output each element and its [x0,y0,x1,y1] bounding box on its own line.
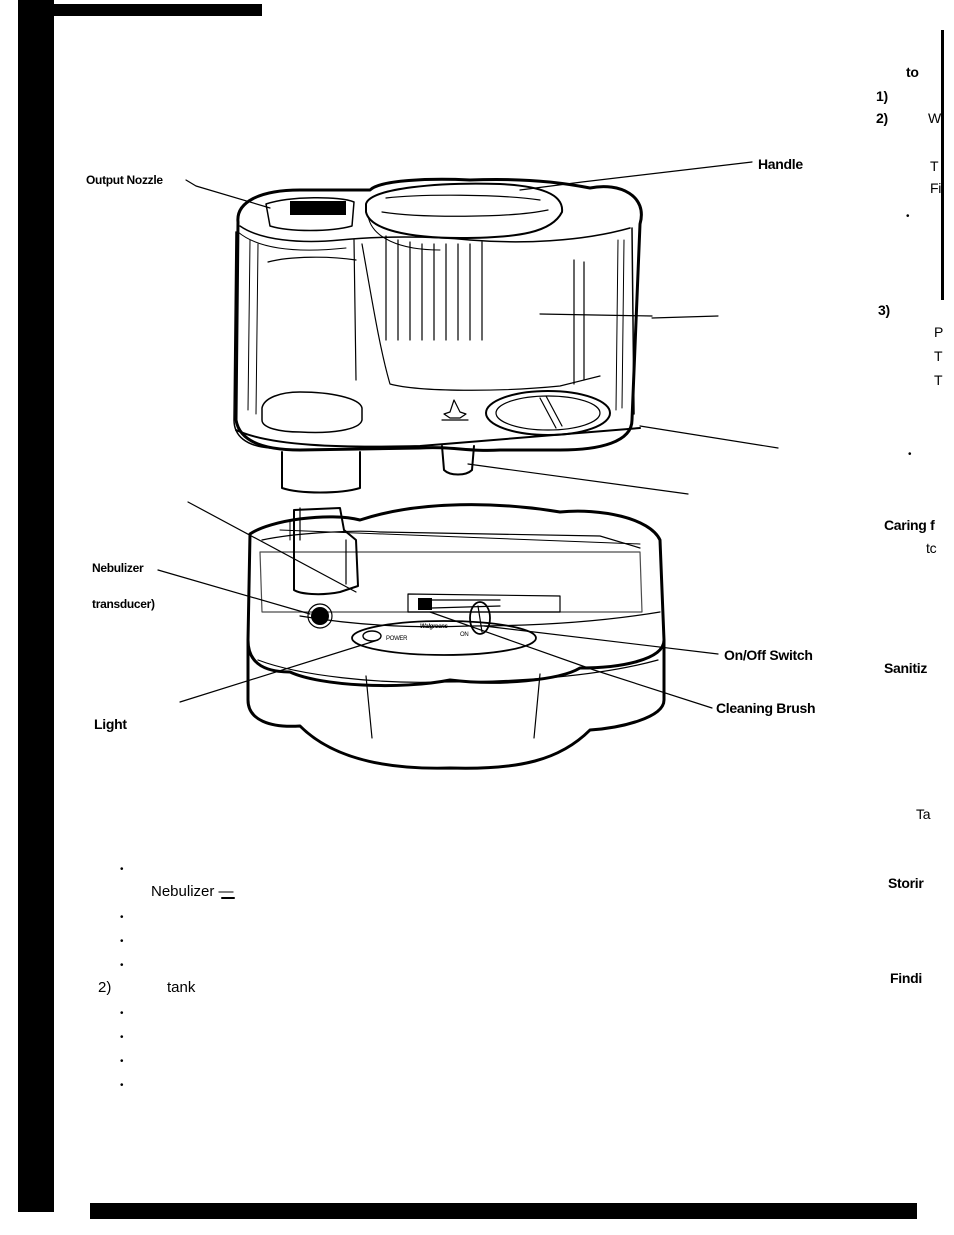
right-to: to [906,64,919,80]
bullet: • [120,1008,124,1019]
right-p: P [934,324,944,340]
label-light: Light [94,716,127,732]
list-number-2: 2) [98,979,112,996]
bullet: • [906,211,910,222]
panel-power-label: POWER [386,636,408,642]
bullet: • [120,1080,124,1091]
heading-storir: Storir [888,875,924,891]
label-nebulizer: Nebulizer [92,561,144,575]
base-unit [246,503,666,770]
bullet: • [120,960,124,971]
list-item-tank: tank [167,979,196,996]
bullet: • [120,936,124,947]
label-on-off-switch: On/Off Switch [724,647,813,663]
right-t: T [930,158,939,174]
right-n3: 3) [878,302,890,318]
right-t3: T [934,372,943,388]
bullet: • [120,912,124,923]
right-n2: 2) [876,110,888,126]
label-transducer: transducer) [92,597,155,611]
left-black-bar [18,0,54,1212]
right-edge-line [941,30,944,300]
bullet: • [120,1056,124,1067]
heading-sanitiz: Sanitiz [884,660,928,676]
heading-caring: Caring f [884,517,935,533]
right-w: W [928,110,941,126]
panel-on-label: ON [460,632,469,638]
bullet: • [120,1032,124,1043]
right-t2: T [934,348,943,364]
right-n1: 1) [876,88,888,104]
label-output-nozzle: Output Nozzle [86,173,163,187]
heading-findi: Findi [890,970,922,986]
list-item-nebulizer: Nebulizer — [151,883,234,900]
right-ta: Ta [916,806,931,822]
right-fi: Fi [930,180,942,196]
top-black-bar [18,4,262,16]
leader-lines [157,161,779,709]
water-tank [233,177,643,494]
label-cleaning-brush: Cleaning Brush [716,700,816,716]
right-tc: tc [926,540,937,556]
bottom-black-bar [90,1203,917,1219]
panel-brand-label: Walgreens [420,624,448,630]
bullet: • [120,864,124,875]
bullet: • [908,449,912,460]
label-handle: Handle [758,156,803,172]
